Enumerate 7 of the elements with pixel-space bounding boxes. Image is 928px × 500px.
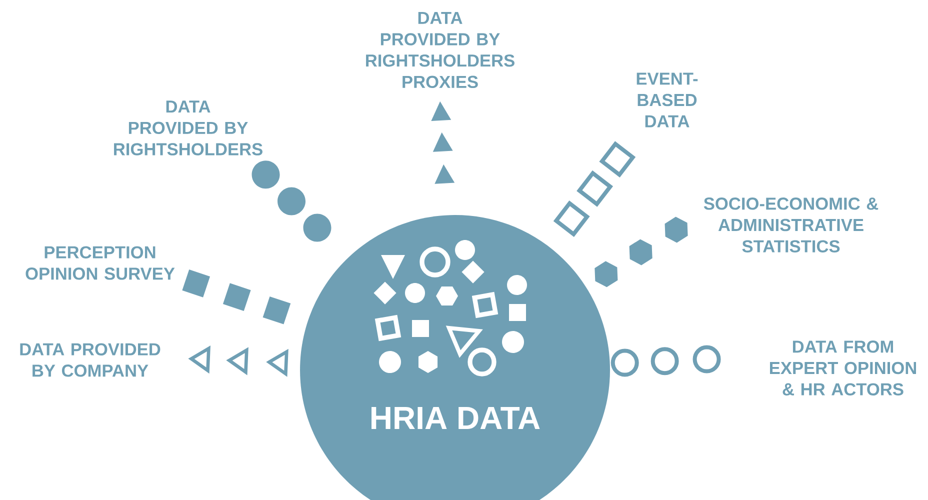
category-label: DATA PROVIDED BY RIGHTSHOLDERS: [114, 100, 262, 156]
category-label: DATA FROM EXPERT OPINION & HR ACTORS: [770, 340, 916, 396]
category-label: EVENT-BASED DATA: [636, 72, 698, 128]
category-label: SOCIO-ECONOMIC & ADMINISTRATIVE STATISTICS: [704, 198, 878, 252]
category-label: PERCEPTION OPINION SURVEY: [26, 246, 175, 280]
category-label: DATA PROVIDED BY RIGHTSHOLDERS PROXIES: [366, 12, 514, 88]
category-label: DATA PROVIDED BY COMPANY: [20, 343, 160, 377]
